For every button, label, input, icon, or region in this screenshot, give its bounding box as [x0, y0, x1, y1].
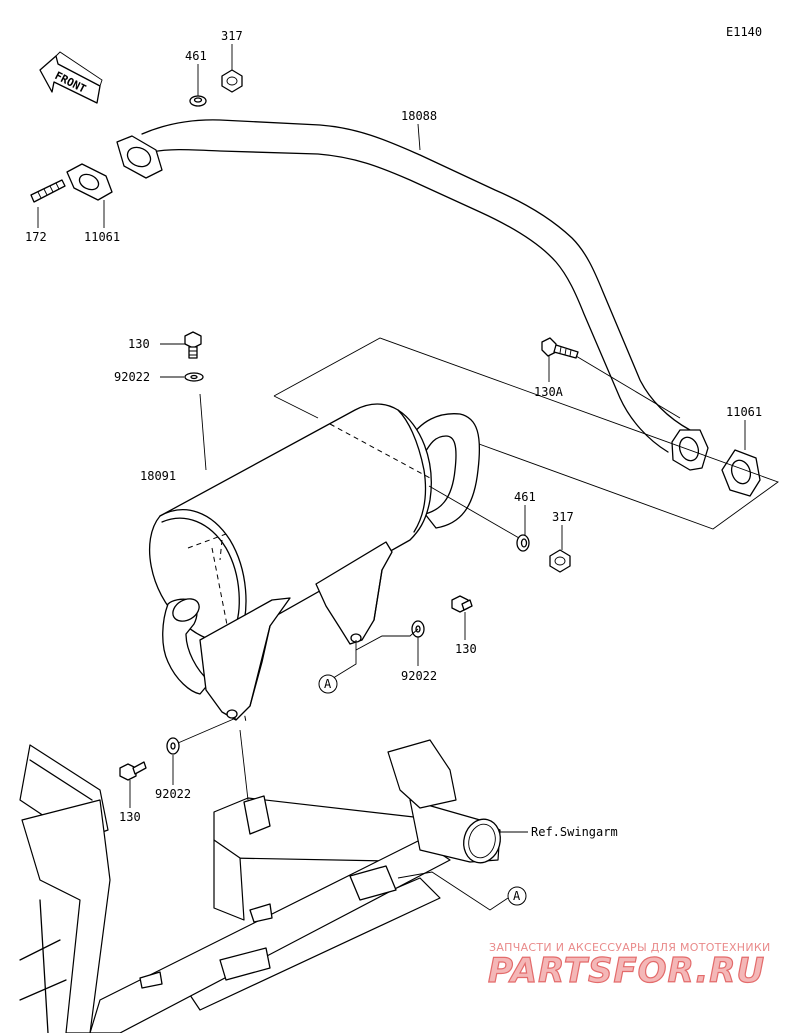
callout-172: 172: [25, 230, 47, 244]
washer-top: [189, 95, 207, 107]
callout-130-mid: 130: [455, 642, 477, 656]
callout-317-top: 317: [221, 29, 243, 43]
nut-mid: [549, 549, 571, 573]
diagram-code: E1140: [726, 25, 762, 39]
callout-18091: 18091: [140, 469, 176, 483]
bolt-130-low: [119, 761, 147, 781]
washer-92022-low: [166, 737, 180, 755]
ref-circle-a-low: [507, 886, 527, 906]
callout-ref-a-mid: A: [324, 677, 332, 691]
front-arrow-icon: FRONT: [39, 51, 103, 104]
callout-461-mid: 461: [514, 490, 536, 504]
vehicle-frame: [19, 739, 501, 1033]
callout-130-top: 130: [128, 337, 150, 351]
washer-92022-top: [184, 372, 204, 382]
gasket-left: [66, 163, 113, 201]
gasket-right: [721, 449, 761, 497]
callout-92022-mid: 92022: [401, 669, 437, 683]
callout-18088: 18088: [401, 109, 437, 123]
bolt-130a: [541, 337, 579, 359]
callout-11061-right: 11061: [726, 405, 762, 419]
callout-317-mid: 317: [552, 510, 574, 524]
nut-top: [221, 69, 243, 93]
leader-lines: [37, 44, 746, 911]
watermark-tagline: ЗАПЧАСТИ И АКСЕССУАРЫ ДЛЯ МОТОТЕХНИКИ: [489, 941, 771, 954]
callout-130a: 130A: [534, 385, 564, 399]
watermark-logo: PARTSFOR.RU: [488, 951, 765, 991]
callout-11061-left: 11061: [84, 230, 120, 244]
ref-circle-a-mid: [318, 674, 338, 694]
washer-mid: [516, 534, 530, 552]
callout-130-low: 130: [119, 810, 141, 824]
callout-92022-top: 92022: [114, 370, 150, 384]
bolt-130-top: [184, 331, 202, 359]
stud-bolt: [30, 179, 66, 203]
callout-ref-swingarm: Ref.Swingarm: [531, 825, 618, 839]
callout-ref-a-low: A: [513, 889, 521, 903]
assembly-outline: [273, 337, 779, 530]
head-pipe: [116, 119, 709, 471]
callout-461-top: 461: [185, 49, 207, 63]
bolt-130-mid: [451, 595, 473, 613]
callout-92022-low: 92022: [155, 787, 191, 801]
muffler: [148, 403, 481, 723]
